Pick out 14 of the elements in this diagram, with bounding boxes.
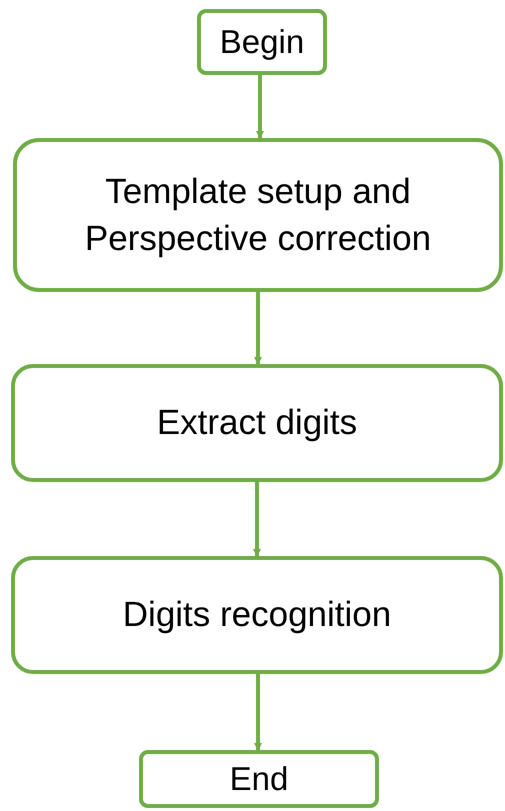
- box-label: Begin: [220, 22, 304, 62]
- arrow: [256, 75, 264, 139]
- process-box: [197, 9, 327, 75]
- box-label: Extract digits: [156, 402, 358, 444]
- process-box: [11, 364, 503, 482]
- process-box: [139, 750, 379, 808]
- box-label: Digits recognition: [122, 594, 392, 636]
- box-label: End: [230, 758, 288, 799]
- arrow: [253, 482, 261, 557]
- arrow: [254, 674, 262, 751]
- box-label: Template setup and Perspective correction: [84, 170, 432, 260]
- arrow: [254, 292, 262, 365]
- process-box: [13, 138, 503, 292]
- process-box: [11, 556, 503, 674]
